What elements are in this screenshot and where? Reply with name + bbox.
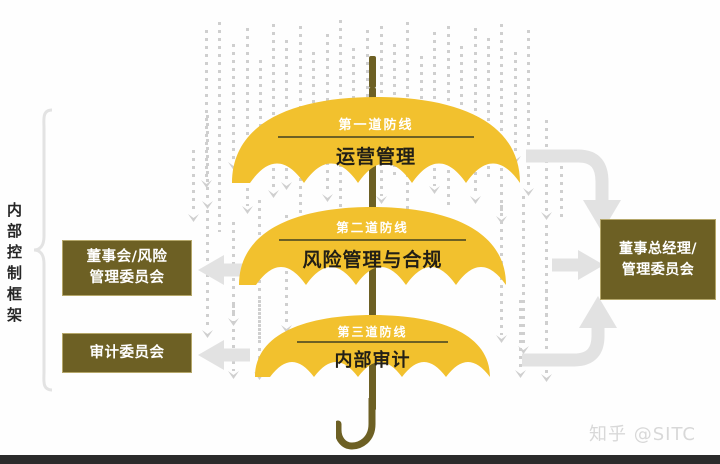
umbrella-canopy <box>255 315 490 377</box>
box-board-risk-committee[interactable]: 董事会/风险 管理委员会 <box>62 240 192 296</box>
box-board-risk-committee-line2: 管理委员会 <box>89 270 165 286</box>
rain-arrowhead <box>242 206 253 214</box>
rain-arrowhead <box>322 194 333 202</box>
box-managing-director-line1: 董事总经理/ <box>618 240 698 257</box>
rain-drop <box>242 28 253 214</box>
rain-arrowhead <box>188 214 199 222</box>
rain-arrowhead <box>523 188 534 196</box>
bottom-bar <box>0 455 720 464</box>
rain-drop <box>545 225 548 323</box>
framework-label: 内 部 控 制 框 架 <box>2 200 28 326</box>
rain-arrowhead <box>281 182 292 190</box>
rain-drop <box>218 22 221 232</box>
rain-drop <box>188 150 199 222</box>
umbrella-line-1: 第一道防线 运营管理 <box>232 97 520 183</box>
rain-arrowhead <box>268 190 279 198</box>
watermark: 知乎 @SITC <box>589 424 696 445</box>
box-managing-director[interactable]: 董事总经理/ 管理委员会 <box>600 219 716 300</box>
rain-drop <box>281 40 292 190</box>
rain-arrowhead <box>202 201 213 209</box>
rain-arrowhead <box>470 196 481 204</box>
umbrella-tip <box>369 56 376 88</box>
rain-arrowhead <box>429 186 440 194</box>
framework-label-char: 框 <box>6 285 23 303</box>
rain-drop <box>268 24 279 198</box>
umbrella-canopy <box>239 207 506 285</box>
arrow-line3-to-audit <box>198 340 250 370</box>
rain-arrowhead <box>541 212 552 220</box>
rain-arrowhead <box>515 370 526 378</box>
rain-arrowhead <box>202 330 213 338</box>
rain-drop <box>259 60 262 152</box>
umbrella-line-1-divider <box>278 136 474 138</box>
rain-arrowhead <box>376 196 387 204</box>
rain-arrowhead <box>541 374 552 382</box>
umbrella-line-1-main-label: 运营管理 <box>335 146 416 168</box>
umbrella-line-2-divider <box>279 239 466 241</box>
umbrella-line-3-top-label: 第三道防线 <box>337 325 408 339</box>
umbrella-line-2: 第二道防线 风险管理与合规 <box>239 207 506 285</box>
umbrella-line-2-main-label: 风险管理与合规 <box>302 249 443 271</box>
framework-label-char: 控 <box>6 243 23 261</box>
rain-drop <box>515 300 526 378</box>
arrow-line3-to-md <box>522 296 617 367</box>
rain-drop <box>541 290 552 382</box>
umbrella-line-3: 第三道防线 内部审计 <box>255 315 490 377</box>
rain-arrowhead <box>496 335 507 343</box>
box-board-risk-committee-line1: 董事会/风险 <box>86 249 168 265</box>
rain-drop <box>470 28 481 204</box>
rain-arrowhead <box>228 371 239 379</box>
arrow-line2-to-md <box>552 250 604 280</box>
framework-brace <box>33 108 53 392</box>
rain-arrowhead <box>281 325 292 333</box>
umbrella-line-3-main-label: 内部审计 <box>334 350 411 371</box>
framework-label-char: 架 <box>6 306 23 324</box>
rain-drop <box>560 150 563 220</box>
box-managing-director-line2: 管理委员会 <box>621 261 695 278</box>
umbrella-canopy <box>232 97 520 183</box>
box-audit-committee[interactable]: 审计委员会 <box>62 333 192 373</box>
arrow-line1-to-md <box>526 149 621 232</box>
rain-drop <box>523 30 534 196</box>
rain-drop <box>487 38 490 178</box>
framework-label-char: 部 <box>6 222 23 240</box>
rain-drop <box>541 120 552 220</box>
umbrella-line-2-top-label: 第二道防线 <box>336 220 409 235</box>
box-audit-committee-label: 审计委员会 <box>89 344 165 361</box>
umbrella-line-1-top-label: 第一道防线 <box>338 118 414 133</box>
rain-drop <box>228 305 239 379</box>
umbrella-line-3-divider <box>297 341 448 343</box>
framework-label-char: 内 <box>6 201 23 219</box>
rain-drop <box>281 215 292 333</box>
umbrella-handle <box>336 398 376 450</box>
framework-label-char: 制 <box>6 264 23 282</box>
rain-drop <box>202 115 213 209</box>
